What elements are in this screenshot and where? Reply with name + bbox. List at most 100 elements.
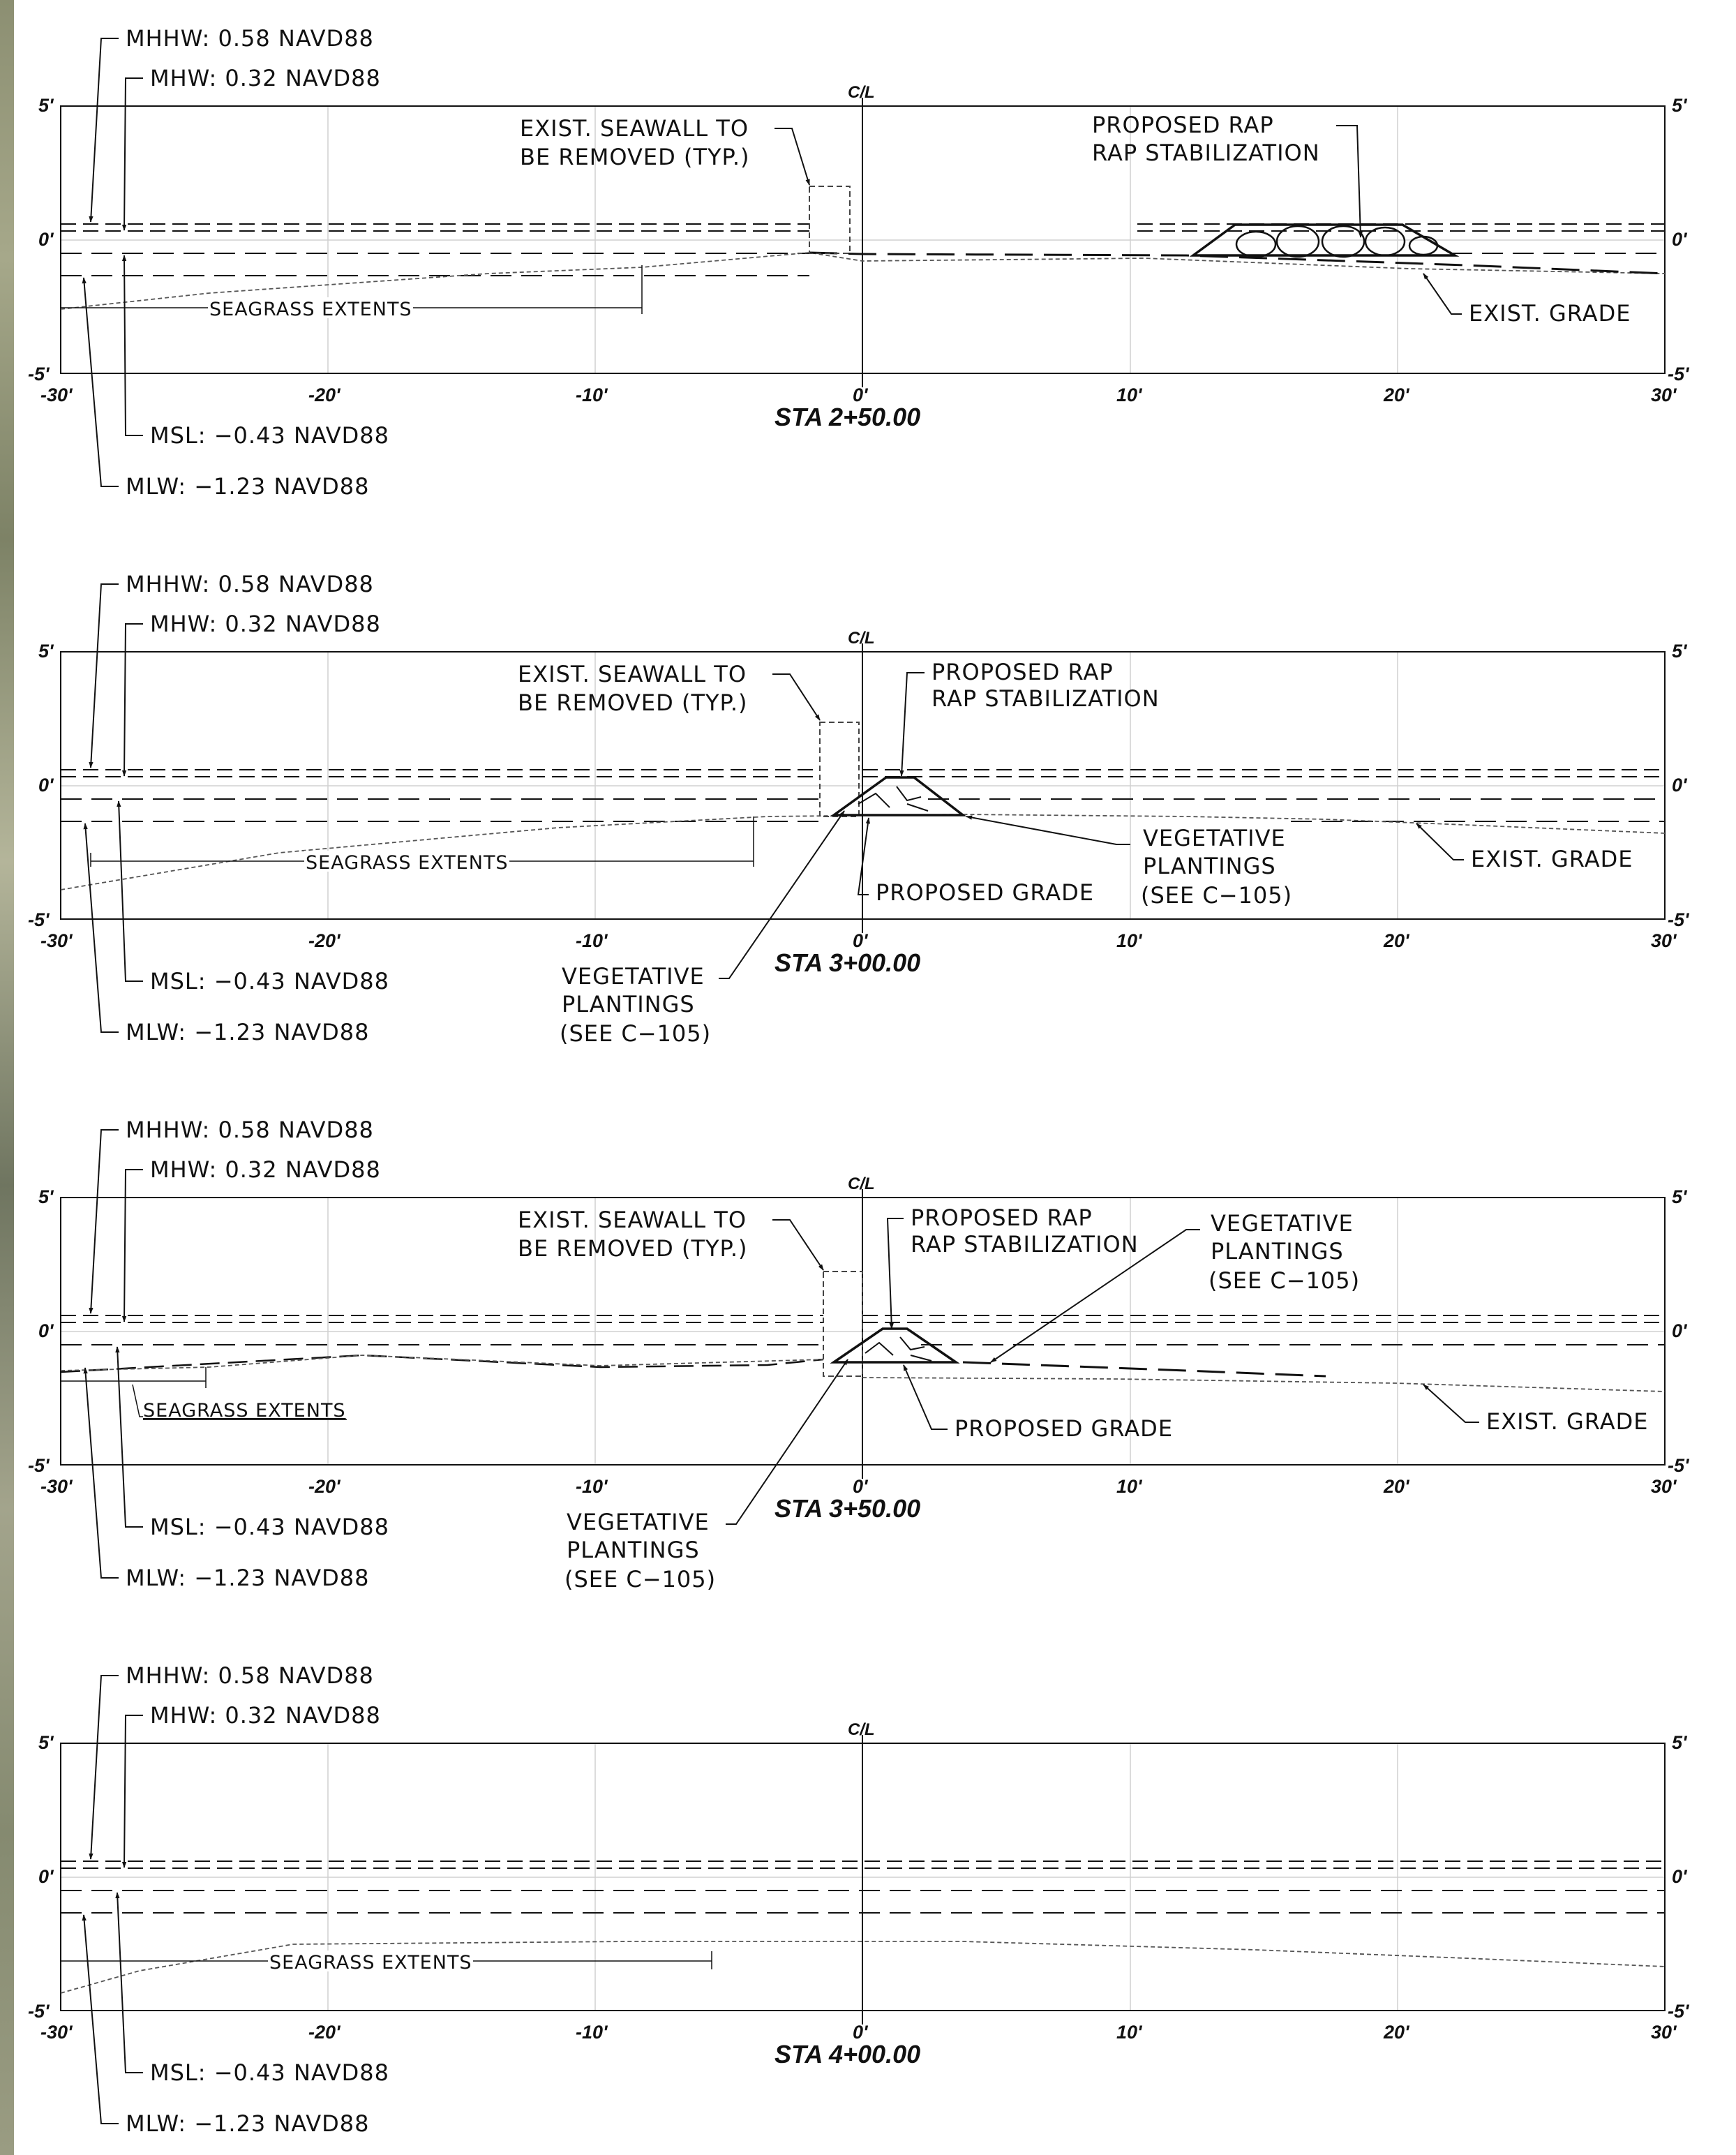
section-sta-3-50: SEAGRASS EXTENTS MHHW: 0.58 NAVD88 MHW: … [28, 1117, 1690, 1593]
veg-right-label-line3: (SEE C−105) [1209, 1267, 1360, 1294]
rap-stabilization [1189, 223, 1460, 258]
seagrass-extents-label: SEAGRASS EXTENTS [209, 299, 412, 320]
msl-leader [117, 800, 143, 982]
msl-label: MSL: −0.43 NAVD88 [150, 1514, 389, 1540]
mlw-label: MLW: −1.23 NAVD88 [126, 2110, 369, 2137]
y-tick-m5-left: -5' [28, 364, 50, 385]
mhhw-label: MHHW: 0.58 NAVD88 [126, 1117, 374, 1143]
mhhw-label: MHHW: 0.58 NAVD88 [126, 1662, 374, 1689]
existing-grade-line [60, 814, 1666, 890]
veg-left-leader [719, 810, 845, 979]
rap-label-line1: PROPOSED RAP [1092, 112, 1274, 138]
x-tick-m30: -30' [40, 1476, 73, 1497]
x-tick-10: 10' [1116, 385, 1143, 405]
msl-leader [115, 1892, 143, 2073]
seagrass-label-mask [304, 851, 509, 872]
seawall-label-line2: BE REMOVED (TYP.) [518, 689, 748, 716]
station-label: STA 3+00.00 [775, 948, 920, 977]
x-tick-m20: -20' [308, 930, 341, 951]
exist-grade-leader [1423, 1384, 1479, 1423]
exist-grade-label: EXIST. GRADE [1469, 300, 1631, 327]
mlw-leader [82, 1914, 119, 2124]
existing-grade-line-right [862, 1377, 1666, 1392]
proposed-grade-label: PROPOSED GRADE [876, 879, 1094, 906]
mhw-leader [121, 77, 143, 231]
y-tick-5-left: 5' [38, 1732, 54, 1753]
seawall-label-line1: EXIST. SEAWALL TO [518, 1207, 747, 1233]
y-tick-m5-right: -5' [1668, 364, 1690, 385]
y-tick-0-left: 0' [38, 229, 54, 250]
x-tick-m30: -30' [40, 385, 73, 405]
x-tick-10: 10' [1116, 2022, 1143, 2043]
mhw-leader [121, 623, 143, 777]
exist-grade-leader [1423, 273, 1462, 315]
section-sta-2-50: SEAGRASS EXTENTS MHHW: 0.58 NAVD88 MHW: … [28, 25, 1690, 500]
mhhw-leader [89, 583, 119, 768]
msl-label: MSL: −0.43 NAVD88 [150, 422, 389, 449]
veg-right-label-line1: VEGETATIVE [1143, 825, 1286, 851]
y-tick-5-right: 5' [1672, 95, 1688, 116]
y-tick-0-right: 0' [1672, 1320, 1688, 1341]
veg-right-label-line3: (SEE C−105) [1141, 882, 1292, 909]
veg-left-label-line3: (SEE C−105) [564, 1566, 716, 1593]
y-tick-5-left: 5' [38, 1186, 54, 1207]
seawall-label-line1: EXIST. SEAWALL TO [518, 661, 747, 687]
exist-grade-leader [1416, 823, 1464, 860]
x-tick-20: 20' [1383, 930, 1410, 951]
seawall-leader [772, 673, 821, 721]
station-label: STA 4+00.00 [775, 2040, 920, 2068]
msl-label: MSL: −0.43 NAVD88 [150, 968, 389, 994]
veg-left-label-line3: (SEE C−105) [560, 1020, 711, 1047]
y-tick-5-right: 5' [1672, 1186, 1688, 1207]
y-tick-5-left: 5' [38, 641, 54, 662]
proposed-grade-line [809, 251, 1666, 275]
seawall-label-line1: EXIST. SEAWALL TO [520, 115, 749, 142]
seagrass-label-mask [208, 297, 413, 318]
seawall-label-line2: BE REMOVED (TYP.) [520, 144, 750, 170]
mhw-label: MHW: 0.32 NAVD88 [150, 1702, 381, 1729]
seagrass-extents-label: SEAGRASS EXTENTS [143, 1400, 346, 1422]
x-tick-30: 30' [1651, 2022, 1677, 2043]
seagrass-extents-label: SEAGRASS EXTENTS [306, 852, 509, 874]
mlw-leader [83, 1367, 119, 1579]
mhhw-leader [89, 1675, 119, 1860]
x-tick-0: 0' [853, 1476, 869, 1497]
y-tick-m5-left: -5' [28, 1455, 50, 1476]
mhw-leader [121, 1715, 143, 1868]
x-tick-m10: -10' [576, 930, 608, 951]
centerline-label: C/L [848, 1720, 875, 1739]
x-tick-20: 20' [1383, 385, 1410, 405]
x-tick-0: 0' [853, 385, 869, 405]
y-tick-m5-right: -5' [1668, 1455, 1690, 1476]
seawall [823, 1271, 863, 1377]
mlw-label: MLW: −1.23 NAVD88 [126, 1019, 369, 1045]
existing-grade-line [60, 1941, 1666, 1994]
y-tick-0-right: 0' [1672, 1866, 1688, 1887]
proposed-grade-line [962, 1361, 1326, 1378]
x-tick-0: 0' [853, 930, 869, 951]
veg-left-label-line1: VEGETATIVE [562, 963, 705, 990]
station-label: STA 3+50.00 [775, 1494, 920, 1523]
mlw-label: MLW: −1.23 NAVD88 [126, 1565, 369, 1591]
seawall-leader [772, 1219, 824, 1271]
x-tick-20: 20' [1383, 1476, 1410, 1497]
y-tick-5-left: 5' [38, 95, 54, 116]
msl-leader [115, 1346, 143, 1528]
y-tick-5-right: 5' [1672, 1732, 1688, 1753]
x-tick-m30: -30' [40, 2022, 73, 2043]
centerline-label: C/L [848, 629, 875, 648]
seagrass-extents-leader [132, 1384, 143, 1417]
mhw-label: MHW: 0.32 NAVD88 [150, 65, 381, 91]
rap-label-line2: RAP STABILIZATION [911, 1231, 1139, 1258]
rap-stabilization [830, 776, 967, 816]
y-tick-0-left: 0' [38, 1866, 54, 1887]
rap-label-line1: PROPOSED RAP [931, 659, 1114, 685]
y-tick-0-left: 0' [38, 1320, 54, 1341]
seagrass-label-mask [268, 1951, 473, 1971]
aerial-photo-edge-strip [0, 0, 14, 2155]
rap-leader [886, 1218, 904, 1329]
veg-right-label-line1: VEGETATIVE [1211, 1210, 1354, 1237]
x-tick-10: 10' [1116, 1476, 1143, 1497]
mhhw-leader [89, 1129, 119, 1314]
